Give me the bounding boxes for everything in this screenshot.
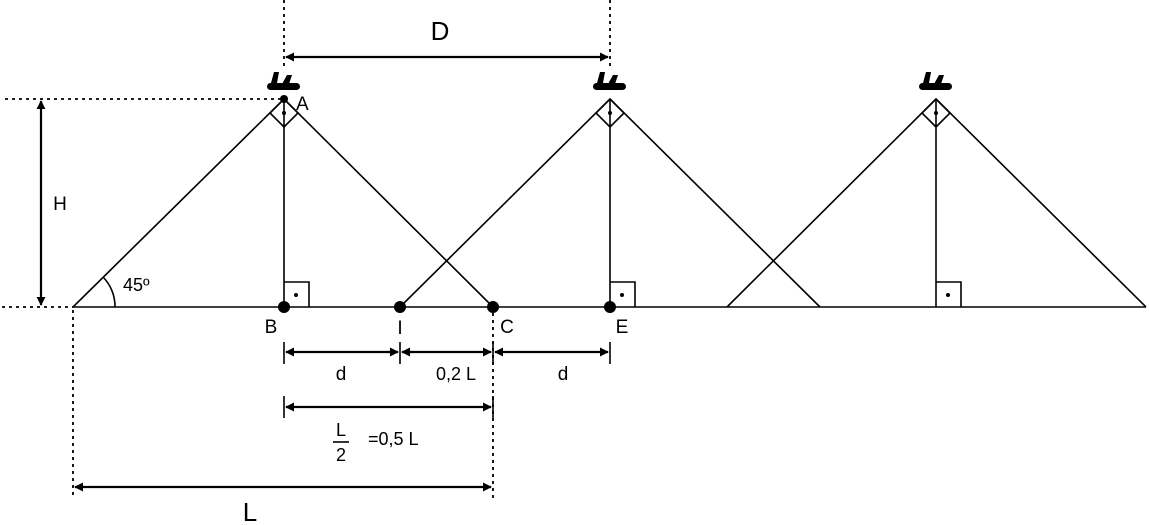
angle-label: 45º xyxy=(123,275,150,295)
airplane-icon xyxy=(267,72,300,90)
label-d-left: d xyxy=(336,364,347,385)
point-E xyxy=(604,301,616,313)
coverage-triangle-2 xyxy=(399,98,821,308)
half-L-numerator: L xyxy=(336,420,346,440)
label-d-right: d xyxy=(558,364,569,385)
half-L-denominator: 2 xyxy=(336,445,346,465)
right-angle-marker-apex-2 xyxy=(594,97,626,129)
label-D: D xyxy=(431,16,450,46)
label-spacing: 0,2 L xyxy=(436,364,476,384)
label-I: I xyxy=(397,318,402,339)
half-L-equals: =0,5 L xyxy=(368,429,419,449)
label-B: B xyxy=(265,317,278,338)
label-H: H xyxy=(53,194,67,215)
angle-arc-45 xyxy=(102,276,116,308)
half-L-fraction: L 2 xyxy=(333,420,349,465)
label-A: A xyxy=(296,94,309,115)
label-E: E xyxy=(616,317,629,338)
point-I xyxy=(394,301,406,313)
point-C xyxy=(487,301,499,313)
right-angle-marker-base-3 xyxy=(936,281,962,307)
right-angle-marker-apex-3 xyxy=(920,97,952,129)
right-angle-marker-base-1 xyxy=(284,281,310,307)
coverage-triangle-3 xyxy=(726,98,1147,308)
coverage-triangle-1 xyxy=(72,98,494,308)
point-B xyxy=(278,301,290,313)
label-C: C xyxy=(500,317,514,338)
right-angle-marker-apex-1 xyxy=(268,97,300,129)
airplane-icon xyxy=(919,72,952,90)
point-A xyxy=(280,95,288,103)
label-L: L xyxy=(243,497,257,525)
airplane-icon xyxy=(593,72,626,90)
right-angle-marker-base-2 xyxy=(610,281,636,307)
